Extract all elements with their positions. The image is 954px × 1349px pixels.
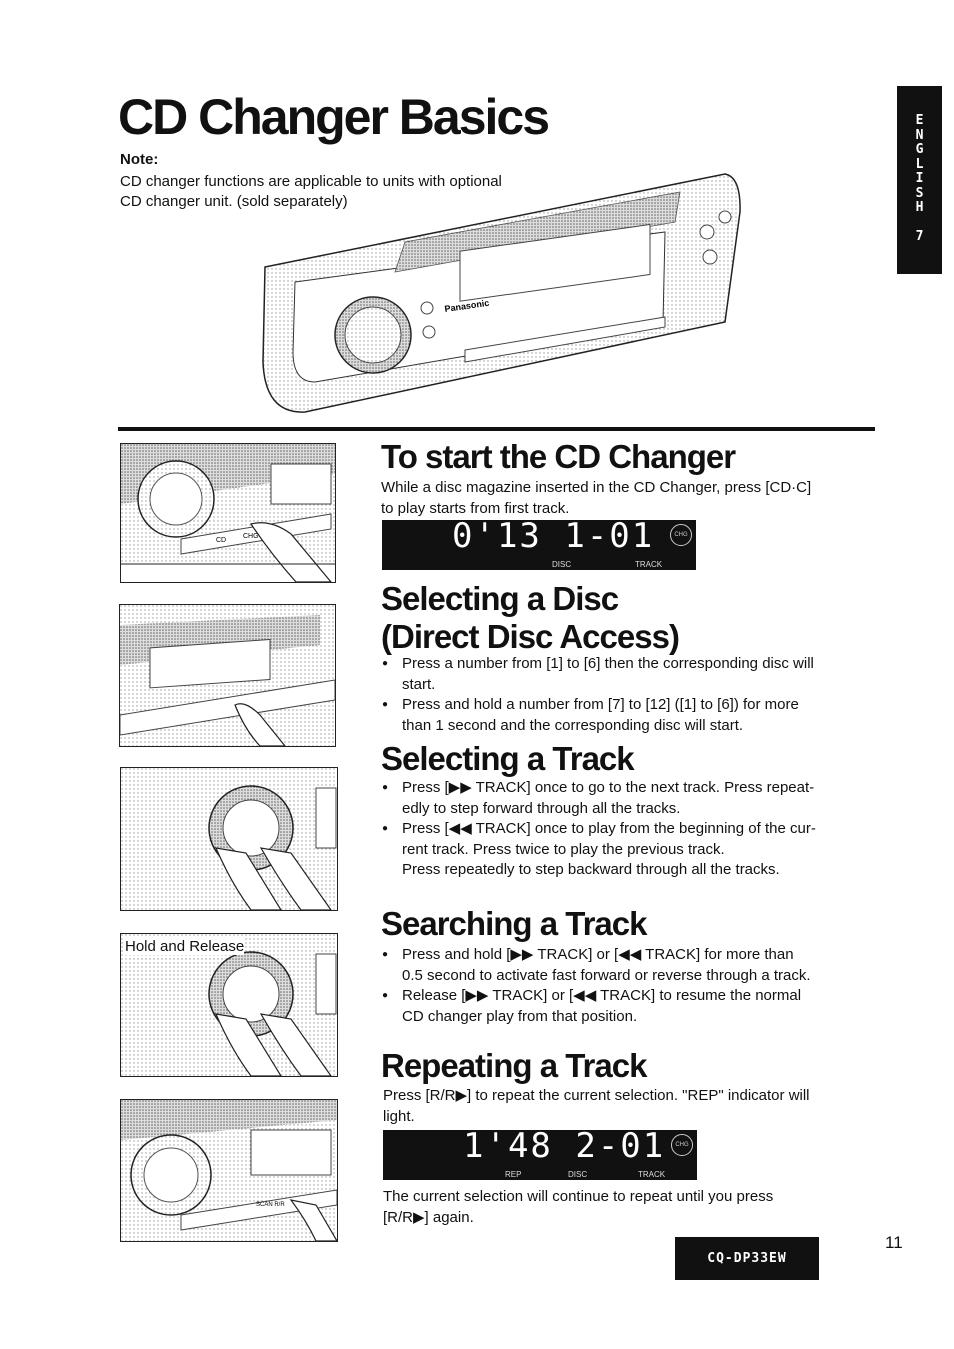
lcd-chg-badge: CHG <box>671 1134 693 1156</box>
section-title-start: To start the CD Changer <box>381 438 736 475</box>
lcd-track-indicator: TRACK <box>638 1170 666 1179</box>
lang-letter: G <box>915 142 924 157</box>
model-badge: CQ-DP33EW <box>675 1237 819 1280</box>
note-text: CD changer functions are applicable to u… <box>120 172 560 212</box>
lang-letter: S <box>915 185 924 201</box>
lang-letter: E <box>915 113 924 128</box>
repeat-after-text: The current selection will continue to r… <box>383 1187 883 1228</box>
lang-letter: N <box>915 127 924 143</box>
lcd-digits: 0'13 1-01 <box>452 516 655 556</box>
bullet-line: than 1 second and the corresponding disc… <box>402 716 744 734</box>
section-title-search: Searching a Track <box>381 905 647 942</box>
track-button-illustration <box>120 767 338 911</box>
bullet-line: CD changer play from that position. <box>402 1007 638 1025</box>
section-title-disc-sub: (Direct Disc Access) <box>381 618 680 655</box>
search-bullets: Press and hold [▶▶ TRACK] or [◀◀ TRACK] … <box>382 945 882 1027</box>
lcd-disc-indicator: DISC <box>552 560 572 569</box>
head-unit-illustration: Panasonic <box>262 173 741 413</box>
cd-label: CD <box>216 537 226 544</box>
lang-letter: L <box>915 156 924 172</box>
start-text: While a disc magazine inserted in the CD… <box>381 478 881 519</box>
lang-tab-page: 7 <box>915 228 924 244</box>
start-line: While a disc magazine inserted in the CD… <box>381 479 812 496</box>
number-button-illustration <box>119 604 336 747</box>
repeat-line: Press [R/R▶] to repeat the current selec… <box>383 1087 810 1104</box>
hold-release-label: Hold and Release <box>125 938 245 955</box>
repeat-after-line: The current selection will continue to r… <box>383 1188 774 1205</box>
bullet-line: start. <box>402 675 436 693</box>
section-title-disc: Selecting a Disc <box>381 580 619 617</box>
note-line: CD changer unit. (sold separately) <box>120 193 348 210</box>
page-number: 11 <box>885 1233 903 1252</box>
bullet-line: Press and hold a number from [7] to [12]… <box>402 696 799 713</box>
section-divider <box>118 427 875 431</box>
disc-bullet: Press and hold a number from [7] to [12]… <box>382 695 882 736</box>
chg-label: CHG <box>243 533 259 540</box>
lang-letter: H <box>915 200 924 215</box>
bullet-line: Press repeatedly to step backward throug… <box>402 861 780 878</box>
hold-release-illustration: Hold and Release <box>120 933 338 1077</box>
language-tab: E N G L I S H 7 <box>897 86 942 274</box>
bullet-line: 0.5 second to activate fast forward or r… <box>402 966 811 984</box>
cd-button-illustration: CD CHG <box>120 443 336 583</box>
repeat-button-illustration: SCAN R/R <box>120 1099 338 1242</box>
lcd-disc-indicator: DISC <box>568 1170 588 1179</box>
search-bullet: Press and hold [▶▶ TRACK] or [◀◀ TRACK] … <box>382 945 882 986</box>
lcd-chg-badge: CHG <box>670 524 692 546</box>
repeat-text: Press [R/R▶] to repeat the current selec… <box>383 1086 883 1127</box>
note-line: CD changer functions are applicable to u… <box>120 173 502 190</box>
search-bullet: Release [▶▶ TRACK] or [◀◀ TRACK] to resu… <box>382 986 882 1027</box>
start-line: to play starts from first track. <box>381 499 570 517</box>
page-title: CD Changer Basics <box>118 89 550 145</box>
track-bullets: Press [▶▶ TRACK] once to go to the next … <box>382 778 882 881</box>
note-label: Note: <box>120 151 159 168</box>
bullet-line: Press and hold [▶▶ TRACK] or [◀◀ TRACK] … <box>402 946 794 963</box>
disc-bullets: Press a number from [1] to [6] then the … <box>382 654 882 736</box>
lang-letter: I <box>915 171 924 186</box>
scan-label: SCAN R/R <box>256 1202 285 1208</box>
track-bullet: Press [▶▶ TRACK] once to go to the next … <box>382 778 882 819</box>
disc-bullet: Press a number from [1] to [6] then the … <box>382 654 882 695</box>
repeat-after-line: [R/R▶] again. <box>383 1208 474 1226</box>
lcd-rep-indicator: REP <box>505 1170 522 1179</box>
bullet-line: Release [▶▶ TRACK] or [◀◀ TRACK] to resu… <box>402 987 802 1004</box>
section-title-repeat: Repeating a Track <box>381 1047 647 1084</box>
lcd-display-repeat: 1'48 2-01 REP DISC TRACK CHG <box>383 1126 697 1180</box>
repeat-line: light. <box>383 1107 415 1125</box>
bullet-line: Press a number from [1] to [6] then the … <box>402 655 814 672</box>
bullet-line: edly to step forward through all the tra… <box>402 799 681 817</box>
bullet-line: rent track. Press twice to play the prev… <box>402 840 725 858</box>
bullet-line: Press [▶▶ TRACK] once to go to the next … <box>402 779 815 796</box>
bullet-line: Press [◀◀ TRACK] once to play from the b… <box>402 820 816 837</box>
track-bullet: Press [◀◀ TRACK] once to play from the b… <box>382 819 882 881</box>
section-title-track: Selecting a Track <box>381 740 635 777</box>
lcd-digits: 1'48 2-01 <box>463 1126 666 1166</box>
lcd-display-start: 0'13 1-01 DISC TRACK CHG <box>382 516 696 570</box>
lcd-track-indicator: TRACK <box>635 560 663 569</box>
